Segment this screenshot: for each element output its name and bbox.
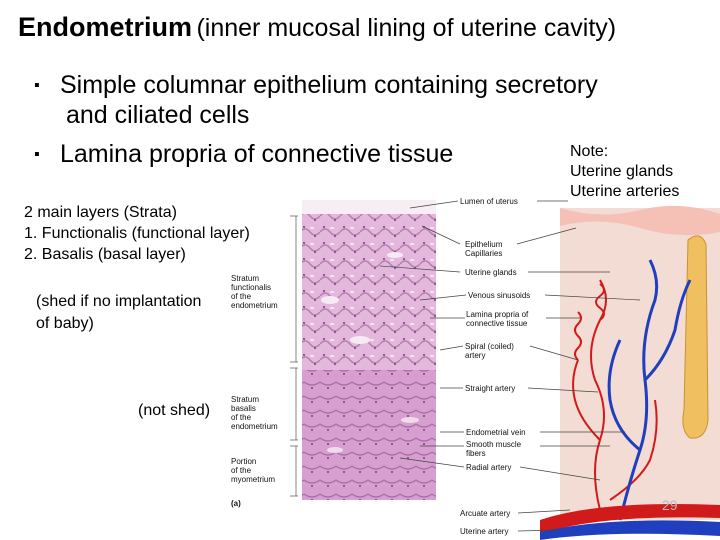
page-number: 29 [662, 497, 678, 513]
layers-heading: 2 main layers (Strata) [24, 204, 177, 221]
bullet-lamina-propria: ▪Lamina propria of connective tissue [34, 139, 453, 170]
endometrium-drawing [540, 205, 720, 540]
label-arcuate-artery: Arcuate artery [460, 509, 511, 518]
label-leader-lines [379, 200, 641, 532]
layer-item: 1. Functionalis (functional layer) [24, 225, 250, 242]
not-shed-note: (not shed) [138, 402, 211, 419]
label-capillaries: Capillaries [465, 249, 503, 258]
label-uterine-artery: Uterine artery [460, 527, 509, 536]
label-myometrium: Portion of the myometrium [231, 457, 276, 484]
label-lamina-propria: Lamina propria of connective tissue [466, 310, 529, 328]
bullet-square-icon: ▪ [34, 146, 40, 164]
panel-label: (a) [231, 499, 241, 508]
title-main: Endometrium [18, 12, 193, 42]
title-subtitle: (inner mucosal lining of uterine cavity) [196, 14, 617, 42]
note-title: Note: [570, 143, 609, 160]
label-radial-artery: Radial artery [466, 463, 512, 472]
label-venous-sinusoids: Venous sinusoids [468, 291, 531, 300]
label-epithelium: Epithelium [465, 240, 503, 249]
label-endometrial-vein: Endometrial vein [466, 428, 526, 437]
shed-note: (shed if no implantation of baby) [36, 293, 202, 332]
slide-title: Endometrium (inner mucosal lining of ute… [18, 12, 616, 43]
label-stratum-functionalis: Stratum functionalis of the endometrium [231, 274, 278, 310]
label-lumen: Lumen of uterus [460, 197, 518, 206]
note-item: Uterine glands [570, 163, 674, 180]
histology-micrograph [302, 200, 436, 500]
label-straight-artery: Straight artery [465, 384, 516, 393]
bullet-epithelium: ▪Simple columnar epithelium containing s… [34, 70, 598, 101]
bullet-epithelium-continued: and ciliated cells [66, 101, 250, 129]
label-stratum-basalis: Stratum basalis of the endometrium [231, 395, 278, 431]
label-smooth-muscle: Smooth muscle fibers [466, 440, 522, 458]
note-item: Uterine arteries [570, 183, 680, 200]
layer-brackets [290, 215, 298, 497]
label-spiral-artery: Spiral (coiled) artery [465, 342, 514, 360]
bullet-square-icon: ▪ [34, 77, 40, 95]
label-uterine-glands: Uterine glands [465, 268, 517, 277]
note-box: Note: Uterine glands Uterine arteries [570, 142, 679, 202]
layers-list: 2 main layers (Strata) 1. Functionalis (… [24, 202, 250, 265]
layer-item: 2. Basalis (basal layer) [24, 246, 186, 263]
